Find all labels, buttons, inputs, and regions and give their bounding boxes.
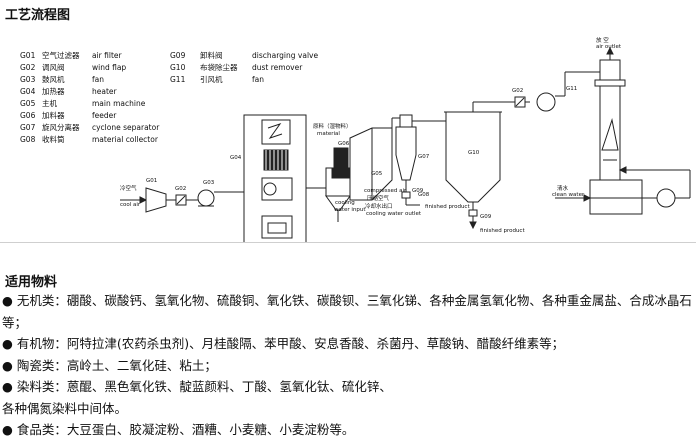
legend-item-g01: G01 空气过滤器 air filter: [20, 50, 123, 60]
materials-line-organic: ● 有机物：阿特拉津(农药杀虫剂)、月桂酸隔、苯甲酸、安息香酸、杀菌丹、草酸钠、…: [2, 336, 565, 351]
label-air-outlet-en: air outlet: [596, 44, 622, 50]
feeder-icon: [333, 147, 349, 169]
materials-line-dye-cont: 各种偶氮染料中间体。: [2, 400, 128, 416]
label-g09b: G09: [480, 214, 492, 220]
label-g11: G11: [566, 86, 577, 92]
label-cooling-out-en: cooling water outlet: [366, 211, 422, 217]
svg-text:air filter: air filter: [92, 51, 123, 60]
legend-item-g09: G09 卸料阀 discharging valve: [170, 50, 318, 60]
label-material-cn: 原料（湿物料）: [313, 122, 352, 130]
legend-item-g08: G08 收料筒 material collector: [20, 134, 159, 144]
page-title: 工艺流程图: [5, 8, 71, 23]
legend-item-g02: G02 调风阀 wind flap: [20, 63, 126, 72]
discharging-valve-icon: [468, 209, 478, 217]
label-compressed-en: compressed air: [364, 188, 407, 194]
water-tank: [589, 179, 643, 215]
svg-text:布袋除尘器: 布袋除尘器: [200, 62, 238, 72]
label-g10: G10: [468, 150, 480, 156]
svg-text:G01: G01: [20, 51, 36, 60]
label-g08: G08: [418, 192, 430, 198]
label-g01: G01: [146, 178, 157, 184]
label-cooling-top: cooling: [335, 200, 355, 206]
svg-text:G03: G03: [20, 75, 36, 84]
label-g09: G09: [412, 188, 424, 194]
svg-text:引风机: 引风机: [200, 74, 223, 84]
fan-icon: [197, 189, 215, 207]
label-finished-2: finished product: [480, 228, 525, 234]
label-g06: G06: [338, 141, 350, 147]
label-g02b: G02: [512, 88, 523, 94]
heater-coil-icon: [261, 119, 291, 145]
svg-text:discharging valve: discharging valve: [252, 51, 318, 60]
intake-arrow-icon: [139, 196, 148, 204]
svg-text:G09: G09: [170, 51, 186, 60]
svg-text:旋风分离器: 旋风分离器: [42, 122, 80, 132]
label-g04: G04: [230, 155, 242, 161]
svg-text:main machine: main machine: [92, 99, 146, 108]
process-flow-diagram: G01 空气过滤器 air filter G02 调风阀 wind flap G…: [20, 36, 691, 242]
materials-line-inorganic-cont: 等；: [2, 314, 28, 330]
chimney-stack: [599, 59, 621, 181]
label-g02: G02: [175, 186, 186, 192]
legend-item-g11: G11 引风机 fan: [170, 74, 264, 84]
svg-text:G06: G06: [20, 111, 36, 120]
label-compressed-cn: 压缩空气: [367, 194, 390, 202]
label-cold-air-cn: 冷空气: [120, 184, 137, 192]
materials-title: 适用物料: [5, 275, 58, 290]
label-cold-air-en: cool air: [120, 202, 141, 208]
svg-text:加料器: 加料器: [42, 110, 65, 120]
svg-text:heater: heater: [92, 87, 118, 96]
materials-line-dye: ● 染料类：蒽醌、黑色氧化铁、靛蓝颜料、丁酸、氢氧化钛、硫化锌、: [2, 379, 392, 394]
svg-text:G08: G08: [20, 135, 36, 144]
heater-grid-icon: [263, 149, 289, 171]
svg-text:鼓风机: 鼓风机: [42, 74, 65, 84]
svg-text:fan: fan: [252, 75, 264, 84]
svg-text:G02: G02: [20, 63, 36, 72]
section-divider: [0, 242, 696, 243]
materials-line-ceramic: ● 陶瓷类：高岭土、二氧化硅、粘土；: [2, 357, 217, 373]
label-air-outlet-cn: 放 空: [596, 36, 609, 44]
label-clean-water-cn: 清水: [557, 184, 569, 192]
label-g05: G05: [371, 171, 383, 177]
materials-line-food: ● 食品类：大豆蛋白、胶凝淀粉、酒糟、小麦糖、小麦淀粉等。: [2, 422, 355, 437]
svg-text:G10: G10: [170, 63, 186, 72]
svg-text:G05: G05: [20, 99, 36, 108]
legend-item-g03: G03 鼓风机 fan: [20, 74, 104, 84]
label-cooling-out-cn: 冷却水出口: [365, 202, 393, 210]
materials-line-inorganic: ● 无机类：硼酸、碳酸钙、氢氧化物、硫酸铜、氧化铁、碳酸钡、三氧化锑、各种金属氢…: [2, 293, 692, 308]
svg-text:G11: G11: [170, 75, 186, 84]
svg-text:dust remover: dust remover: [252, 63, 303, 72]
cyclone-separator: [395, 126, 417, 181]
svg-text:G07: G07: [20, 123, 36, 132]
svg-text:空气过滤器: 空气过滤器: [42, 50, 80, 60]
svg-text:fan: fan: [92, 75, 104, 84]
svg-text:主机: 主机: [42, 98, 57, 108]
label-g03: G03: [203, 180, 215, 186]
legend-item-g04: G04 加热器 heater: [20, 86, 118, 96]
svg-text:G04: G04: [20, 87, 36, 96]
label-g07: G07: [418, 154, 430, 160]
label-material-en: material: [317, 131, 340, 137]
svg-text:material collector: material collector: [92, 135, 159, 144]
label-cooling-bottom: water input: [334, 207, 366, 213]
svg-text:cyclone separator: cyclone separator: [92, 123, 160, 132]
svg-text:加热器: 加热器: [42, 86, 65, 96]
label-finished-1: finished product: [425, 204, 470, 210]
svg-text:feeder: feeder: [92, 111, 117, 120]
svg-text:wind flap: wind flap: [92, 63, 126, 72]
legend-item-g05: G05 主机 main machine: [20, 98, 146, 108]
air-filter-icon: [145, 187, 167, 213]
label-clean-water-en: clean water: [552, 192, 585, 198]
water-pump-icon: [656, 188, 676, 208]
exhaust-fan-icon: [536, 92, 556, 112]
materials-list: ● 无机类：硼酸、碳酸钙、氢氧化物、硫酸铜、氧化铁、碳酸钡、三氧化锑、各种金属氢…: [2, 290, 692, 441]
dust-remover: [445, 111, 501, 203]
legend-item-g10: G10 布袋除尘器 dust remover: [170, 62, 303, 72]
legend-item-g07: G07 旋风分离器 cyclone separator: [20, 122, 160, 132]
svg-text:卸料阀: 卸料阀: [200, 50, 223, 60]
svg-text:调风阀: 调风阀: [42, 63, 65, 72]
svg-text:收料筒: 收料筒: [42, 134, 65, 144]
legend-item-g06: G06 加料器 feeder: [20, 110, 117, 120]
